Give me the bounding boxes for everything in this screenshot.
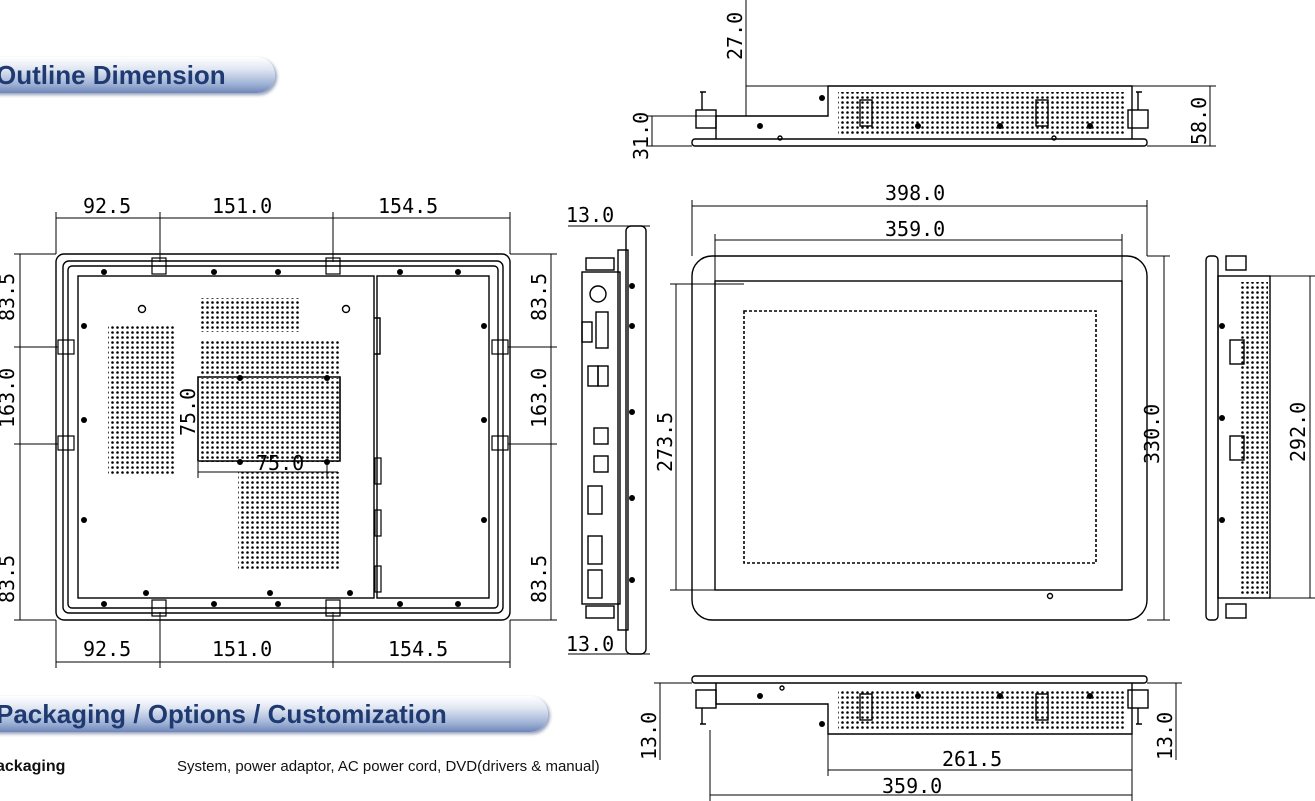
section-header-outline: Outline Dimension	[0, 57, 275, 93]
dim-top-left: 31.0	[629, 112, 653, 160]
dim-rear-top-1: 92.5	[83, 194, 131, 218]
dim-top-right: 58.0	[1187, 97, 1211, 145]
top-view	[691, 85, 1149, 147]
dim-bottom-left: 13.0	[637, 712, 661, 760]
front-view	[691, 255, 1148, 621]
dim-vesa-vertical: 75.0	[176, 388, 200, 436]
packaging-value: System, power adaptor, AC power cord, DV…	[177, 758, 600, 775]
dim-rear-left-2: 163.0	[0, 368, 19, 428]
dim-bottom-inner: 261.5	[942, 747, 1002, 771]
dim-bottom-total: 359.0	[882, 774, 942, 798]
dim-front-inner-width: 359.0	[885, 217, 945, 241]
dim-side-bezel-bottom: 13.0	[566, 632, 614, 656]
dim-front-width: 398.0	[885, 181, 945, 205]
packaging-label: ackaging	[0, 758, 66, 775]
dim-rear-bottom-2: 151.0	[212, 637, 272, 661]
dim-rear-top-2: 151.0	[212, 194, 272, 218]
dim-top-offset: 27.0	[723, 12, 747, 60]
rear-vent-left	[108, 325, 174, 475]
dim-rear-bottom-3: 154.5	[388, 637, 448, 661]
bottom-view	[691, 675, 1149, 735]
section-header-packaging: Packaging / Options / Customization	[0, 696, 548, 732]
dim-rear-right-1: 83.5	[527, 273, 551, 321]
dim-rear-bottom-1: 92.5	[83, 637, 131, 661]
dim-front-height: 330.0	[1140, 404, 1164, 464]
rear-view	[55, 253, 511, 621]
rear-vent-top	[200, 298, 340, 374]
right-side-view	[1205, 255, 1271, 621]
dim-rear-right-2: 163.0	[527, 368, 551, 428]
dim-vesa-horizontal: 75.0	[256, 451, 304, 475]
dim-rear-left-1: 83.5	[0, 273, 19, 321]
dim-bottom-right: 13.0	[1153, 712, 1177, 760]
rear-screws	[81, 269, 487, 607]
dim-rear-right-3: 83.5	[527, 555, 551, 603]
dim-right-side-height: 292.0	[1286, 402, 1310, 462]
dim-side-bezel-top: 13.0	[566, 203, 614, 227]
dim-front-inner-height: 273.5	[653, 412, 677, 472]
dim-rear-top-3: 154.5	[378, 194, 438, 218]
dim-rear-left-3: 83.5	[0, 555, 19, 603]
side-io-view	[581, 225, 647, 655]
